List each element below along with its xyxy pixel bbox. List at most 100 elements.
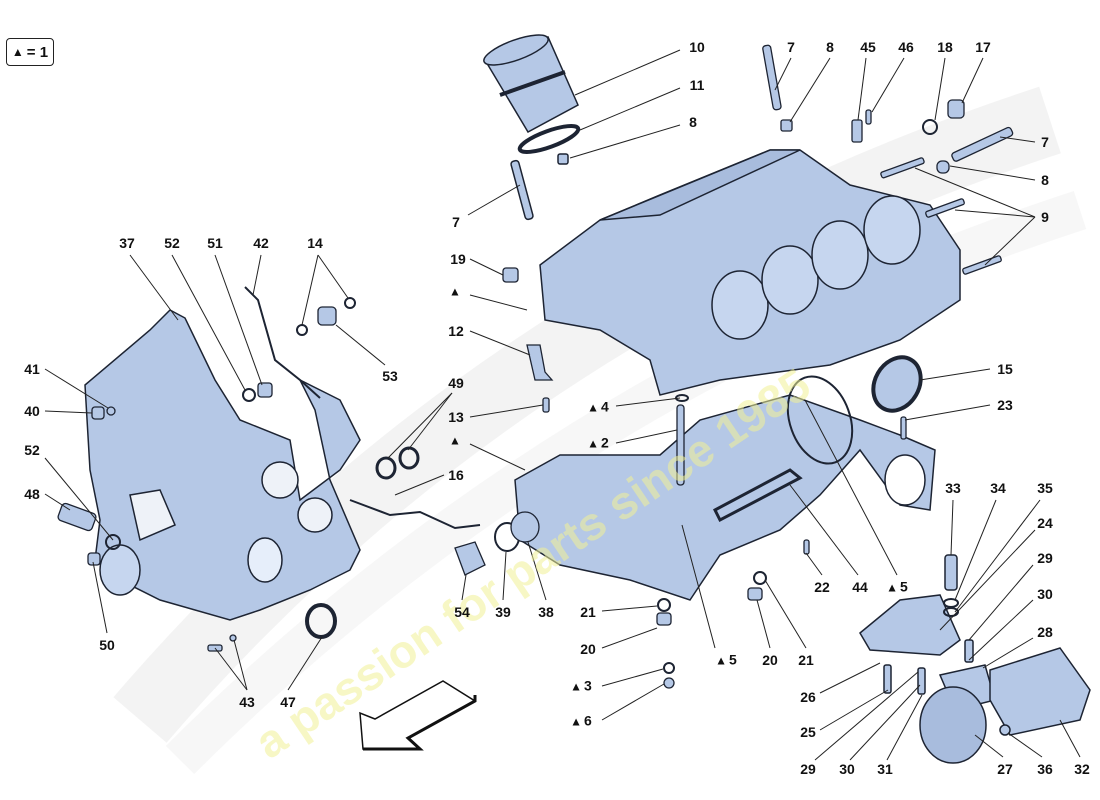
callout-label: 50 (99, 637, 115, 653)
small-parts (57, 267, 907, 689)
gasket-part (244, 286, 321, 399)
callout-label: ▲5 (715, 652, 737, 669)
callout-label: 13 (448, 409, 464, 425)
callout-number: 7 (787, 39, 795, 55)
callout-number: 37 (119, 235, 135, 251)
callout-label: 32 (1074, 761, 1090, 777)
callout-label: 45 (860, 39, 876, 55)
callout-label: ▲ (449, 432, 463, 449)
callout-label: 12 (448, 323, 464, 339)
callout-label: 31 (877, 761, 893, 777)
callout-number: 45 (860, 39, 876, 55)
callout-number: 8 (1041, 172, 1049, 188)
callout-label: 20 (762, 652, 778, 668)
callout-number: 26 (800, 689, 816, 705)
studs-and-plugs (762, 44, 1014, 275)
callout-number: 48 (24, 486, 40, 502)
callout-number: 32 (1074, 761, 1090, 777)
callout-number: 12 (448, 323, 464, 339)
callout-label: ▲6 (570, 713, 592, 730)
callout-label: 47 (280, 694, 296, 710)
callout-label: ▲5 (886, 579, 908, 596)
callout-number: 44 (852, 579, 868, 595)
triangle-icon: ▲ (449, 433, 461, 448)
callout-number: 6 (584, 712, 592, 729)
callout-number: 20 (762, 652, 778, 668)
leader-lines (44, 49, 1081, 761)
callout-label: 29 (1037, 550, 1053, 566)
callout-number: 34 (990, 480, 1006, 496)
seal-ring-part (871, 355, 923, 413)
callout-label: 37 (119, 235, 135, 251)
callout-label: 48 (24, 486, 40, 502)
callout-label: 27 (997, 761, 1013, 777)
callout-number: 35 (1037, 480, 1053, 496)
callout-number: 40 (24, 403, 40, 419)
callout-label: 41 (24, 361, 40, 377)
callout-label: 39 (495, 604, 511, 620)
callout-label: 9 (1041, 209, 1049, 225)
callout-label: 7 (1041, 134, 1049, 150)
direction-arrow-icon (359, 680, 477, 751)
callout-number: 2 (601, 434, 609, 451)
callout-label: ▲3 (570, 678, 592, 695)
callout-label: 40 (24, 403, 40, 419)
callout-number: 54 (454, 604, 470, 620)
callout-label: 52 (164, 235, 180, 251)
callout-label: 7 (452, 214, 460, 230)
triangle-icon: ▲ (715, 653, 728, 668)
callout-number: 8 (689, 114, 697, 130)
callout-label: 30 (1037, 586, 1053, 602)
callout-label: 53 (382, 368, 398, 384)
callout-number: 46 (898, 39, 914, 55)
callout-label: 17 (975, 39, 991, 55)
callout-number: 29 (800, 761, 816, 777)
callout-number: 15 (997, 361, 1013, 377)
callout-number: 3 (584, 677, 592, 694)
callout-number: 41 (24, 361, 40, 377)
callout-label: ▲2 (587, 435, 609, 452)
callout-number: 33 (945, 480, 961, 496)
callout-number: 36 (1037, 761, 1053, 777)
callout-label: 42 (253, 235, 269, 251)
triangle-icon: ▲ (587, 400, 600, 415)
legend-box: ▲ = 1 (6, 38, 54, 66)
callout-number: 51 (207, 235, 223, 251)
callout-number: 50 (99, 637, 115, 653)
callout-label: 21 (580, 604, 596, 620)
callout-number: 47 (280, 694, 296, 710)
timing-cover-part (84, 309, 361, 621)
callout-label: 36 (1037, 761, 1053, 777)
triangle-icon: ▲ (886, 580, 899, 595)
callout-label: 8 (1041, 172, 1049, 188)
callout-number: 38 (538, 604, 554, 620)
callout-number: 17 (975, 39, 991, 55)
callout-label: 29 (800, 761, 816, 777)
callout-number: 18 (937, 39, 953, 55)
engine-block-lower-part (514, 375, 936, 601)
callout-number: 29 (1037, 550, 1053, 566)
callout-number: 5 (729, 651, 737, 668)
callout-number: 42 (253, 235, 269, 251)
callout-label: 8 (689, 114, 697, 130)
callout-label: 14 (307, 235, 323, 251)
triangle-icon: ▲ (449, 284, 461, 299)
engine-mount-parts (859, 554, 1091, 764)
callout-label: 20 (580, 641, 596, 657)
callout-label: 38 (538, 604, 554, 620)
callout-number: 16 (448, 467, 464, 483)
callout-number: 5 (900, 578, 908, 595)
callout-number: 30 (1037, 586, 1053, 602)
callout-label: 54 (454, 604, 470, 620)
callout-number: 21 (798, 652, 814, 668)
engine-block-upper-part (539, 149, 961, 396)
callout-label: 19 (450, 251, 466, 267)
gasket-part (349, 499, 481, 530)
callout-number: 31 (877, 761, 893, 777)
callout-label: ▲4 (587, 399, 609, 416)
callout-label: 51 (207, 235, 223, 251)
triangle-icon: ▲ (11, 45, 24, 59)
callout-label: 25 (800, 724, 816, 740)
callout-number: 52 (24, 442, 40, 458)
callout-number: 43 (239, 694, 255, 710)
